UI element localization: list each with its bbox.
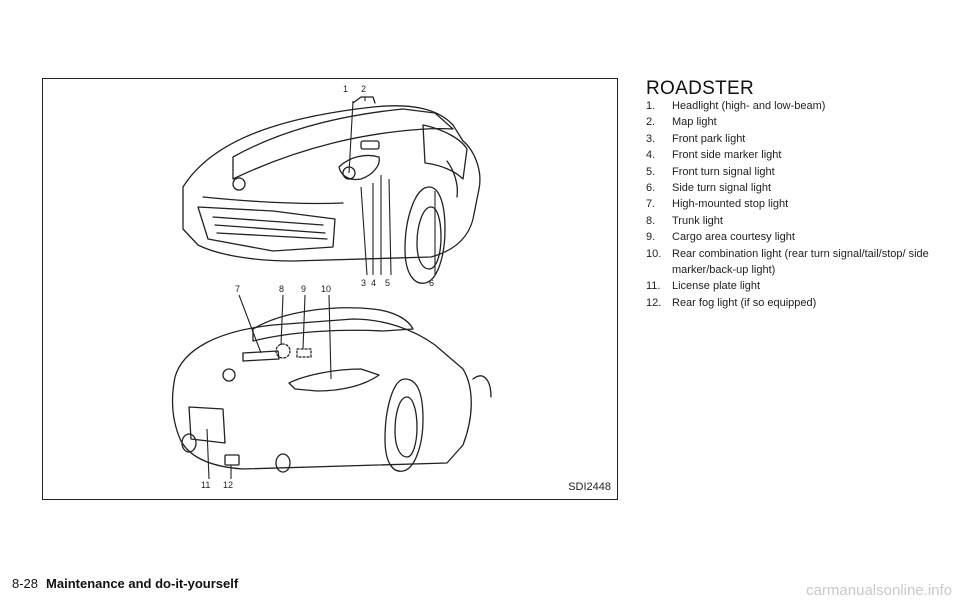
page-number: 8-28 <box>12 576 39 591</box>
legend-item: 8. Trunk light <box>646 213 946 229</box>
legend-item: 7. High-mounted stop light <box>646 196 946 212</box>
rear-wheel <box>384 378 424 472</box>
front-grille-bars <box>212 216 328 240</box>
rear-exhaust-left <box>181 433 197 453</box>
watermark-text: carmanualsonline.info <box>806 582 952 599</box>
callout-1: 1 <box>343 84 349 94</box>
front-fender-line <box>446 160 459 198</box>
callout-9: 9 <box>301 284 307 294</box>
page-footer: 8-28 Maintenance and do-it-yourself <box>12 576 238 591</box>
rear-soft-top <box>252 307 414 342</box>
callout-11: 11 <box>201 480 211 490</box>
front-fog-lamp <box>360 140 380 150</box>
legend-number: 10. <box>646 247 662 260</box>
front-hood-line <box>202 196 344 205</box>
legend-text: Headlight (high- and low-beam) <box>672 100 826 112</box>
rear-fender-line <box>472 375 492 398</box>
front-wheel-hub <box>416 206 442 270</box>
front-side-window <box>422 124 468 180</box>
legend-text: License plate light <box>672 280 761 293</box>
legend-item: 6. Side turn signal light <box>646 180 946 196</box>
callout-10: 10 <box>321 284 332 294</box>
callout-12: 12 <box>223 480 234 490</box>
callout-4: 4 <box>371 278 377 288</box>
legend-item: 11. License plate light <box>646 278 946 294</box>
legend-text: Side turn signal light <box>672 182 772 195</box>
legend-text: High-mounted stop light <box>672 198 789 211</box>
legend-item: 1. Headlight (high- and low-beam) <box>646 98 946 114</box>
cargo-courtesy-light <box>296 348 312 358</box>
front-wheel <box>404 186 446 284</box>
legend-item: 3. Front park light <box>646 131 946 147</box>
lights-legend: 1. Headlight (high- and low-beam) 2. Map l… <box>646 98 946 311</box>
legend-number: 4. <box>646 149 656 162</box>
rear-wheel-hub <box>394 396 418 458</box>
front-car-body <box>182 105 481 262</box>
trunk-light <box>275 343 291 359</box>
high-mount-stop-light <box>242 350 280 362</box>
legend-number: 11. <box>646 280 661 293</box>
rear-emblem <box>222 368 236 382</box>
legend-text: Front park light <box>672 132 746 145</box>
front-mirror-top <box>352 96 376 104</box>
legend-number: 5. <box>646 165 656 178</box>
legend-item: 9. Cargo area courtesy light <box>646 229 946 245</box>
figure-code: SDI2448 <box>568 481 611 493</box>
callout-2: 2 <box>361 84 367 94</box>
legend-text: Front turn signal light <box>672 165 775 178</box>
rear-exhaust-right <box>275 453 291 473</box>
footer-section-title: Maintenance and do-it-yourself <box>46 576 239 591</box>
front-headlight <box>338 154 380 181</box>
legend-number: 1. <box>646 100 656 112</box>
legend-text: Front side marker light <box>672 149 782 162</box>
legend-text: Map light <box>672 116 717 129</box>
legend-text: Rear combination light (rear turn signal… <box>672 247 929 277</box>
legend-number: 12. <box>646 296 662 309</box>
legend-number: 3. <box>646 132 656 145</box>
vehicle-lights-figure: 1 2 3 4 5 6 7 8 9 10 11 12 SDI2448 <box>42 78 618 500</box>
legend-item: 12. Rear fog light (if so equipped) <box>646 295 946 311</box>
legend-item: 4. Front side marker light <box>646 147 946 163</box>
rear-car-body <box>171 318 472 470</box>
legend-item: 2. Map light <box>646 114 946 130</box>
callout-7: 7 <box>235 284 241 294</box>
callout-leaders <box>206 97 436 480</box>
legend-item: 5. Front turn signal light <box>646 164 946 180</box>
legend-number: 2. <box>646 116 656 129</box>
callout-3: 3 <box>361 278 367 288</box>
front-windshield <box>232 108 454 180</box>
legend-text: Trunk light <box>672 214 723 227</box>
legend-number: 8. <box>646 214 656 227</box>
callout-8: 8 <box>279 284 285 294</box>
front-emblem <box>232 177 246 191</box>
legend-text: Cargo area courtesy light <box>672 231 795 244</box>
legend-text: Rear fog light (if so equipped) <box>672 296 817 309</box>
rear-combination-light <box>288 368 380 392</box>
legend-number: 6. <box>646 182 656 195</box>
section-title: ROADSTER <box>646 78 754 99</box>
license-plate-area <box>188 406 226 444</box>
legend-number: 9. <box>646 231 656 244</box>
rear-fog-light <box>224 454 240 466</box>
callout-6: 6 <box>429 278 435 288</box>
legend-number: 7. <box>646 198 656 211</box>
car-illustration <box>171 96 492 480</box>
front-grille-outline <box>197 206 336 252</box>
legend-item: 10. Rear combination light (rear turn sig… <box>646 246 946 279</box>
callout-5: 5 <box>385 278 391 288</box>
